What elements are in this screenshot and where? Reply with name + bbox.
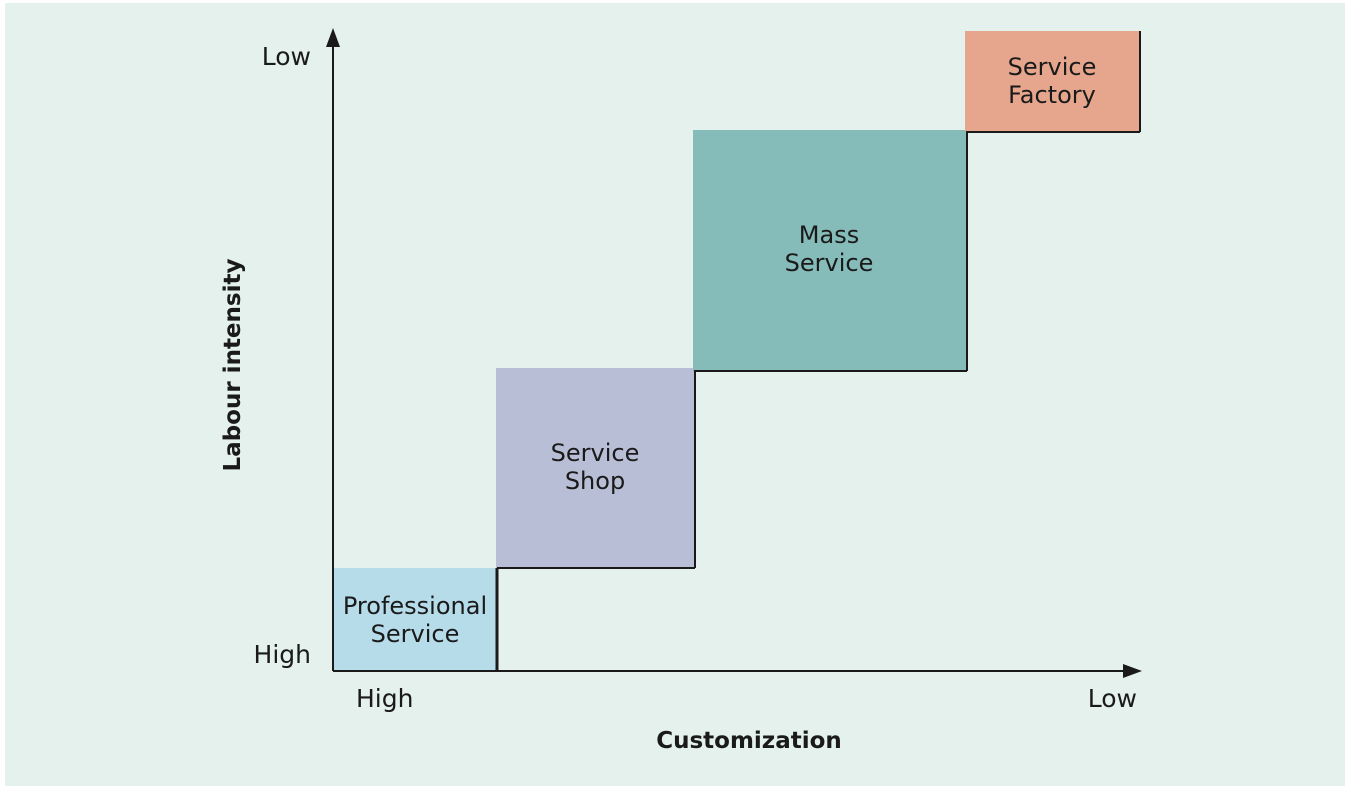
x-axis-title: Customization [656, 728, 842, 754]
mass-service-label-line2: Service [785, 249, 874, 277]
service-shop-rect [496, 368, 695, 568]
service-shop-label-line2: Shop [565, 467, 625, 495]
x-axis-right-label: Low [1088, 684, 1137, 713]
service-shop-label-line1: Service [551, 439, 640, 467]
y-axis-top-label: Low [262, 42, 311, 71]
x-axis-arrowhead [1123, 664, 1142, 678]
professional-service-label-line2: Service [371, 620, 460, 648]
y-axis-arrowhead [326, 28, 340, 47]
mass-service-box: Mass Service [693, 130, 967, 371]
y-axis-bottom-label: High [254, 640, 311, 669]
mass-service-rect [693, 130, 967, 371]
professional-service-rect [333, 568, 497, 671]
service-factory-label-line1: Service [1008, 53, 1097, 81]
axes [326, 28, 1142, 678]
service-shop-box: Service Shop [496, 368, 695, 568]
y-axis-title: Labour intensity [220, 259, 246, 472]
professional-service-label-line1: Professional [343, 592, 487, 620]
service-factory-rect [965, 31, 1140, 132]
mass-service-label-line1: Mass [799, 221, 859, 249]
x-axis-left-label: High [356, 684, 413, 713]
service-factory-label-line2: Factory [1008, 81, 1096, 109]
service-factory-box: Service Factory [965, 31, 1140, 132]
professional-service-box: Professional Service [333, 568, 497, 671]
step-edge-lines [495, 31, 1141, 671]
